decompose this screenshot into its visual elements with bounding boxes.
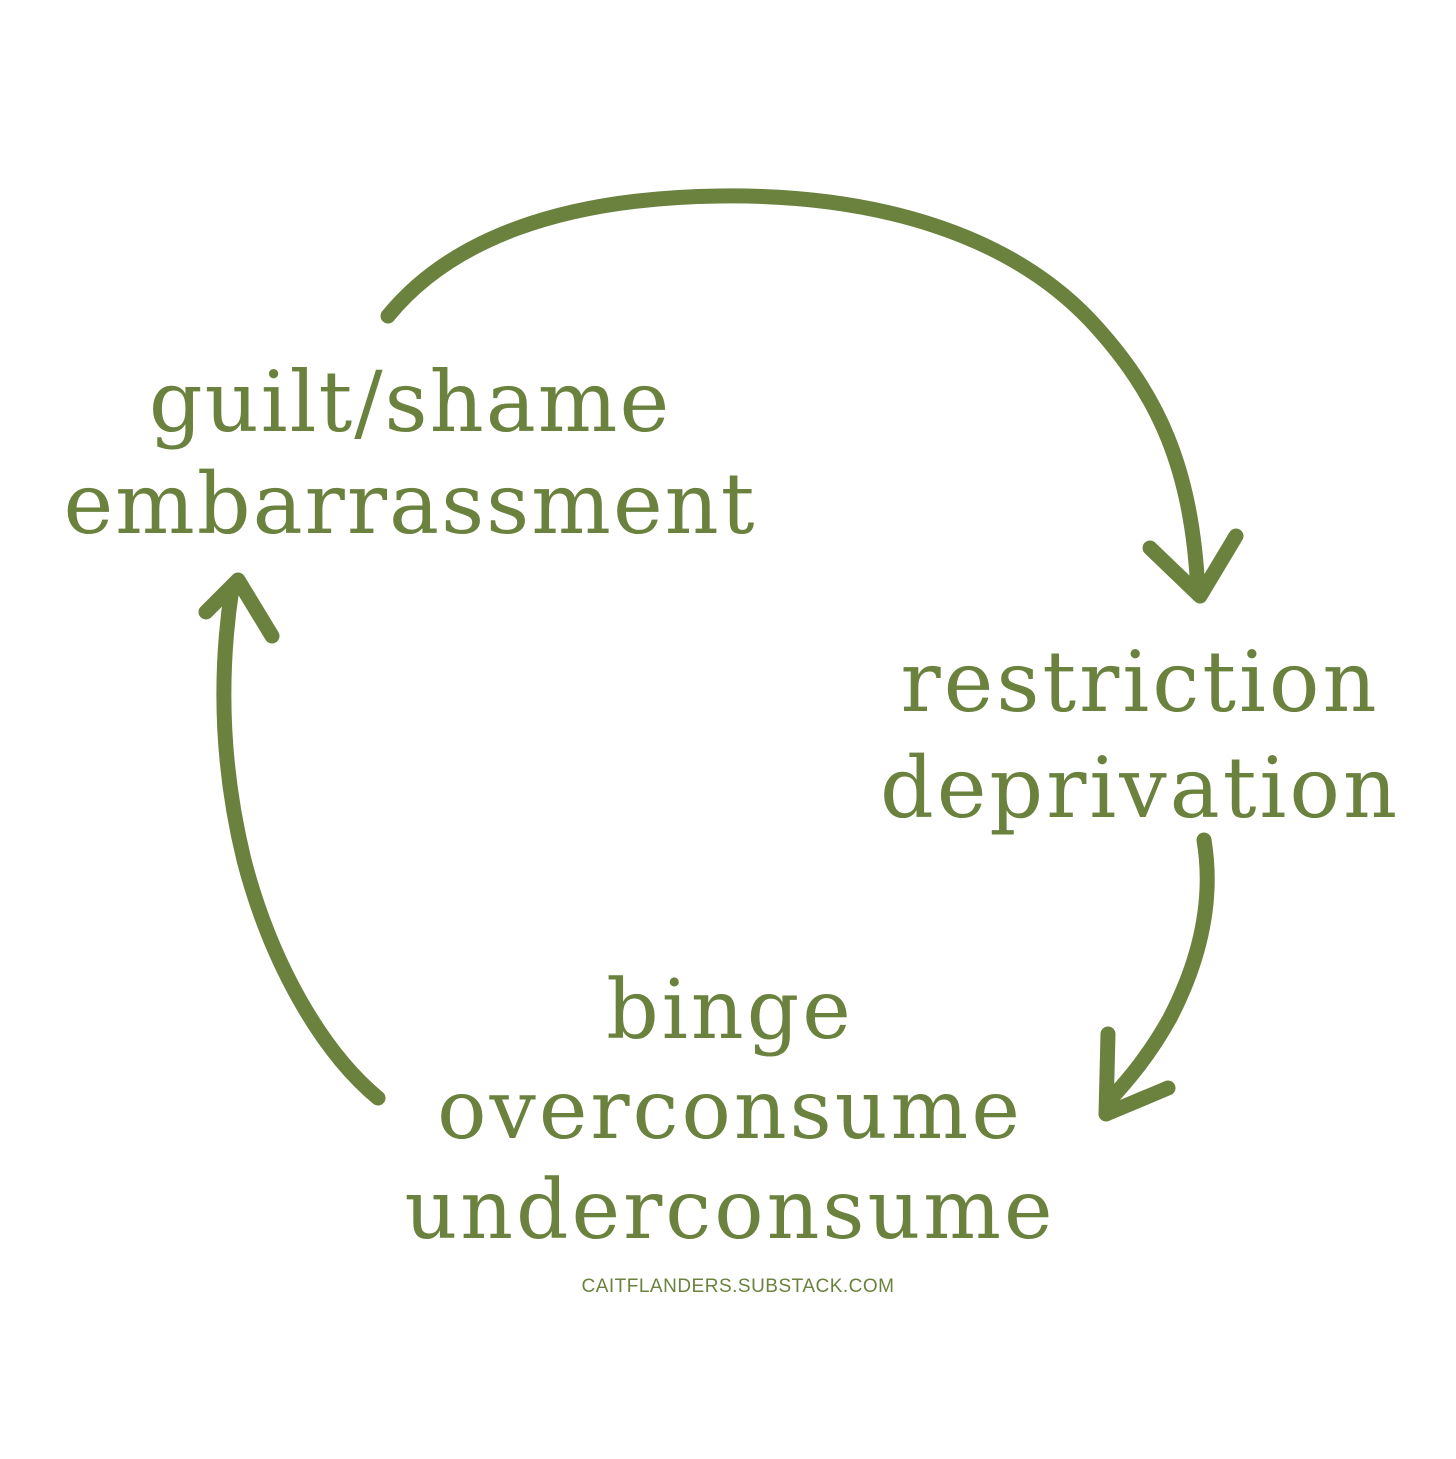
node-label-line: underconsume (404, 1163, 1056, 1258)
node-label-line: embarrassment (63, 455, 757, 553)
credit-text: CAITFLANDERS.SUBSTACK.COM (581, 1276, 895, 1297)
node-label-line: overconsume (437, 1063, 1023, 1158)
arrow-binge-to-guilt (216, 580, 386, 1106)
node-label-line: guilt/shame (148, 353, 672, 451)
arrow-guilt-to-restriction (380, 188, 1206, 600)
arrowhead-binge-icon (1098, 1026, 1176, 1122)
node-label-line: binge (606, 963, 854, 1058)
node-label-line: restriction (900, 633, 1380, 731)
node-restriction: restriction deprivation (860, 640, 1420, 830)
arrowhead-guilt-icon (198, 572, 280, 644)
node-label-line: deprivation (879, 739, 1401, 837)
arrowhead-restriction-icon (1142, 528, 1244, 604)
arrow-restriction-to-binge (1100, 832, 1215, 1110)
node-guilt-shame: guilt/shame embarrassment (40, 360, 780, 546)
node-binge: binge overconsume underconsume (370, 970, 1090, 1252)
